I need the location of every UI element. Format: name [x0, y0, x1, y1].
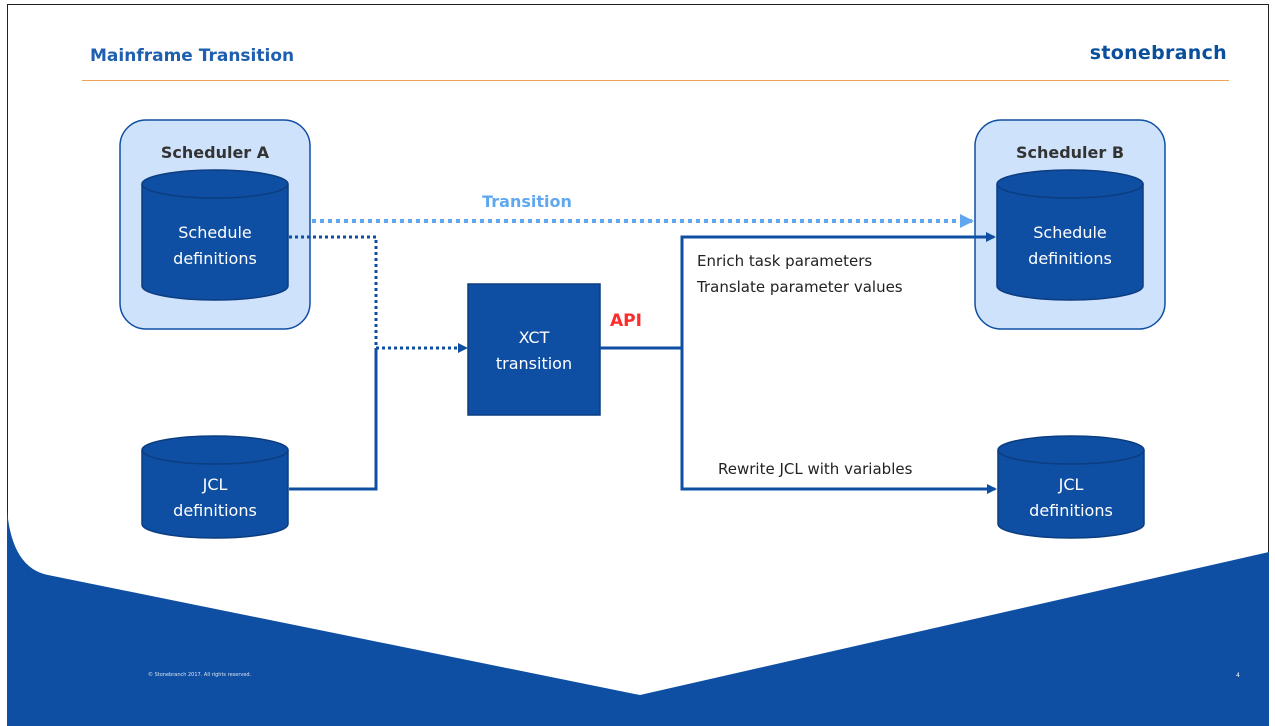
- scheduler-b-database-icon: [996, 169, 1144, 301]
- translate-label: Translate parameter values: [696, 278, 903, 296]
- xct-label-1: XCT: [519, 328, 550, 347]
- jcl-source-database-icon: [141, 435, 289, 539]
- scheduler-b-label: Scheduler B: [1016, 143, 1124, 162]
- jcl-to-xct-connector: [289, 348, 378, 491]
- scheduler-a-database-icon: [141, 169, 289, 301]
- api-to-scheduler-b-arrow: [680, 232, 996, 348]
- jcl-source-label-1: JCL: [202, 475, 228, 494]
- scheduler-b-db-label-2: definitions: [1028, 249, 1112, 268]
- jcl-target-label-2: definitions: [1029, 501, 1113, 520]
- jcl-target-label-1: JCL: [1058, 475, 1084, 494]
- scheduler-a-db-label-2: definitions: [173, 249, 257, 268]
- enrich-label: Enrich task parameters: [697, 252, 872, 270]
- xct-label-2: transition: [496, 354, 572, 373]
- rewrite-label: Rewrite JCL with variables: [718, 460, 913, 478]
- scheduler-a-label: Scheduler A: [161, 143, 270, 162]
- jcl-source-label-2: definitions: [173, 501, 257, 520]
- api-label: API: [610, 311, 642, 331]
- scheduler-b-db-label-1: Schedule: [1033, 223, 1107, 242]
- transition-label: Transition: [482, 192, 572, 211]
- page-number: 4: [1236, 672, 1240, 679]
- jcl-target-database-icon: [997, 435, 1145, 539]
- title-divider: [82, 80, 1229, 81]
- api-to-jcl-target-arrow: [680, 348, 997, 494]
- stonebranch-logo: stonebranch: [1089, 42, 1227, 64]
- slide-title: Mainframe Transition: [90, 46, 295, 66]
- footer-copyright: © Stonebranch 2017. All rights reserved.: [148, 672, 252, 678]
- scheduler-a-db-label-1: Schedule: [178, 223, 252, 242]
- slide-frame: [7, 4, 1269, 724]
- footer-band: [7, 510, 1269, 726]
- xct-transition-box: [467, 283, 601, 416]
- scheduler-to-xct-connector: [289, 235, 468, 353]
